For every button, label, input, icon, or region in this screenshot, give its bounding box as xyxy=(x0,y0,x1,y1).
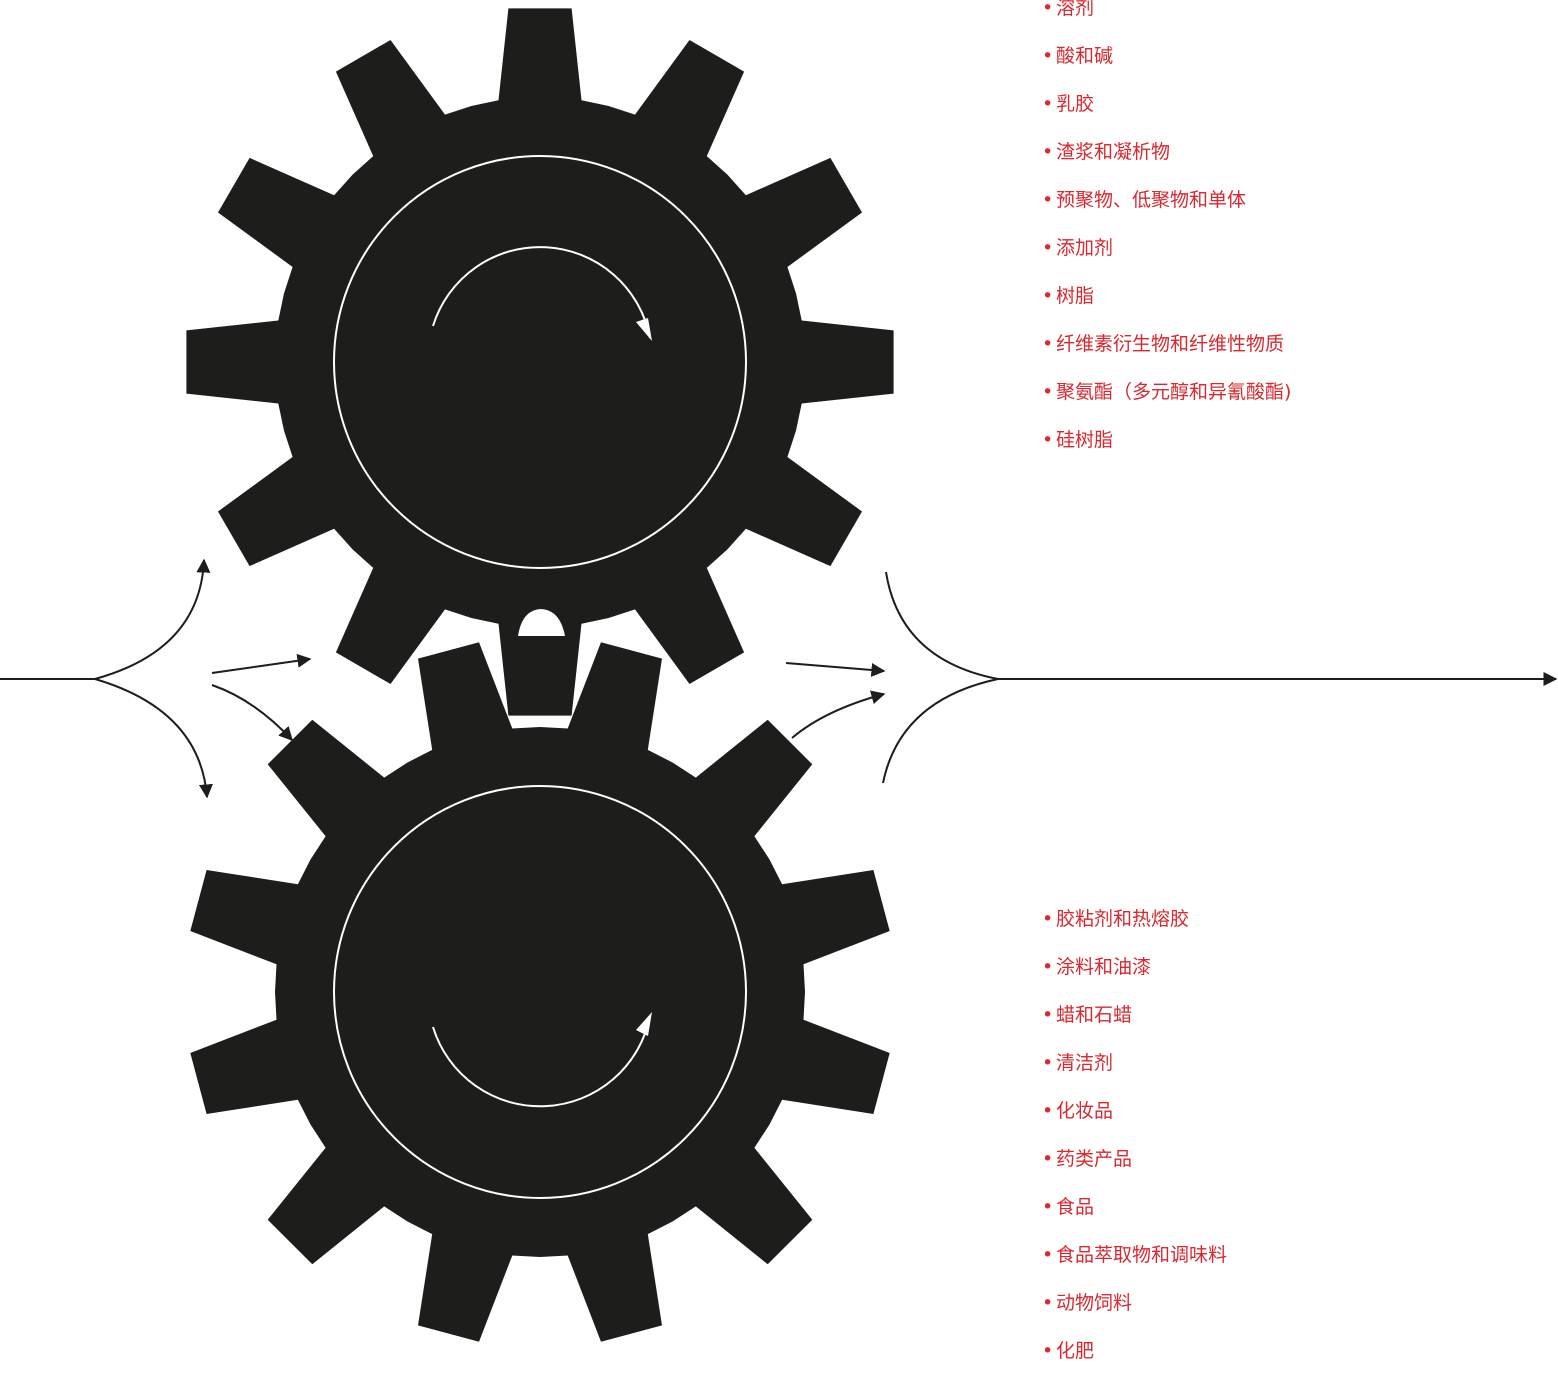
bullet-icon: • xyxy=(1042,1135,1056,1183)
outlet-join-up-line xyxy=(886,572,998,679)
applications-list-top: •溶剂•酸和碱•乳胶•渣浆和凝析物•预聚物、低聚物和单体•添加剂•树脂•纤维素衍… xyxy=(1042,0,1291,464)
bullet-icon: • xyxy=(1042,1231,1056,1279)
list-item-label: 渣浆和凝析物 xyxy=(1056,141,1170,163)
list-item: •渣浆和凝析物 xyxy=(1042,128,1291,176)
list-item-label: 胶粘剂和热熔胶 xyxy=(1056,908,1189,930)
bullet-icon: • xyxy=(1042,1183,1056,1231)
bullet-icon: • xyxy=(1042,416,1056,464)
bullet-icon: • xyxy=(1042,176,1056,224)
list-item-label: 化妆品 xyxy=(1056,1100,1113,1122)
gear-bottom-body xyxy=(190,642,889,1341)
list-item: •乳胶 xyxy=(1042,80,1291,128)
list-item: •预聚物、低聚物和单体 xyxy=(1042,176,1291,224)
bullet-icon: • xyxy=(1042,0,1056,32)
bullet-icon: • xyxy=(1042,320,1056,368)
list-item: •食品 xyxy=(1042,1183,1227,1231)
bullet-icon: • xyxy=(1042,943,1056,991)
list-item: •添加剂 xyxy=(1042,224,1291,272)
list-item-label: 动物饲料 xyxy=(1056,1292,1132,1314)
list-item-label: 食品 xyxy=(1056,1196,1094,1218)
list-item: •树脂 xyxy=(1042,272,1291,320)
list-item: •食品萃取物和调味料 xyxy=(1042,1231,1227,1279)
list-item: •溶剂 xyxy=(1042,0,1291,32)
list-item: •化肥 xyxy=(1042,1327,1227,1375)
list-item-label: 添加剂 xyxy=(1056,237,1113,259)
flow-arrow xyxy=(786,663,884,671)
bullet-icon: • xyxy=(1042,368,1056,416)
list-item: •蜡和石蜡 xyxy=(1042,991,1227,1039)
list-item: •涂料和油漆 xyxy=(1042,943,1227,991)
list-item: •胶粘剂和热熔胶 xyxy=(1042,895,1227,943)
list-item-label: 纤维素衍生物和纤维性物质 xyxy=(1056,333,1284,355)
applications-list-bottom: •胶粘剂和热熔胶•涂料和油漆•蜡和石蜡•清洁剂•化妆品•药类产品•食品•食品萃取… xyxy=(1042,895,1227,1375)
bullet-icon: • xyxy=(1042,1039,1056,1087)
bullet-icon: • xyxy=(1042,991,1056,1039)
flow-arrow xyxy=(212,659,310,673)
list-item-label: 溶剂 xyxy=(1056,0,1094,19)
list-item: •聚氨酯（多元醇和异氰酸酯) xyxy=(1042,368,1291,416)
list-item: •药类产品 xyxy=(1042,1135,1227,1183)
bullet-icon: • xyxy=(1042,272,1056,320)
bullet-icon: • xyxy=(1042,1087,1056,1135)
list-item: •纤维素衍生物和纤维性物质 xyxy=(1042,320,1291,368)
flow-arrow xyxy=(212,685,292,740)
bullet-icon: • xyxy=(1042,80,1056,128)
flow-arrow xyxy=(792,694,884,738)
lower-gear xyxy=(190,642,889,1341)
list-item-label: 硅树脂 xyxy=(1056,429,1113,451)
list-item-label: 酸和碱 xyxy=(1056,45,1113,67)
list-item: •酸和碱 xyxy=(1042,32,1291,80)
list-item-label: 聚氨酯（多元醇和异氰酸酯) xyxy=(1056,381,1291,403)
list-item-label: 树脂 xyxy=(1056,285,1094,307)
list-item-label: 预聚物、低聚物和单体 xyxy=(1056,189,1246,211)
list-item: •动物饲料 xyxy=(1042,1279,1227,1327)
bullet-icon: • xyxy=(1042,224,1056,272)
bullet-icon: • xyxy=(1042,128,1056,176)
bullet-icon: • xyxy=(1042,32,1056,80)
list-item-label: 涂料和油漆 xyxy=(1056,956,1151,978)
inlet-split-down-line xyxy=(95,679,207,797)
bullet-icon: • xyxy=(1042,895,1056,943)
inlet-split-up-line xyxy=(95,560,204,679)
list-item-label: 化肥 xyxy=(1056,1340,1094,1362)
list-item: •清洁剂 xyxy=(1042,1039,1227,1087)
outlet-join-down-line xyxy=(883,679,998,783)
list-item-label: 清洁剂 xyxy=(1056,1052,1113,1074)
bullet-icon: • xyxy=(1042,1279,1056,1327)
list-item-label: 食品萃取物和调味料 xyxy=(1056,1244,1227,1266)
list-item-label: 药类产品 xyxy=(1056,1148,1132,1170)
list-item: •化妆品 xyxy=(1042,1087,1227,1135)
list-item: •硅树脂 xyxy=(1042,416,1291,464)
bullet-icon: • xyxy=(1042,1327,1056,1375)
list-item-label: 蜡和石蜡 xyxy=(1056,1004,1132,1026)
list-item-label: 乳胶 xyxy=(1056,93,1094,115)
